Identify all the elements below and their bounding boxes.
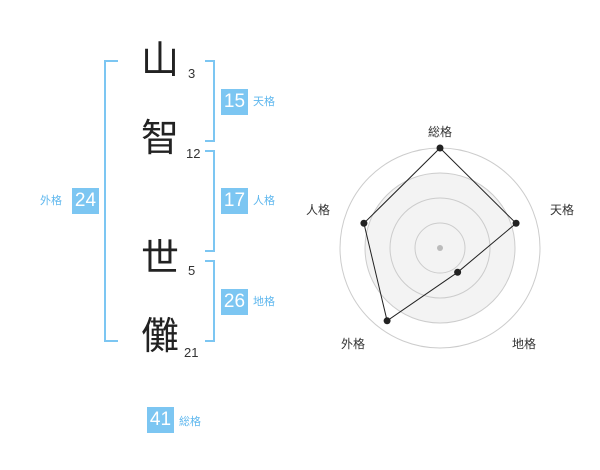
radar-point-4 <box>360 219 368 227</box>
jinkaku-bracket <box>205 150 215 252</box>
radar-polygon <box>363 147 517 322</box>
stroke-count-1: 3 <box>188 66 196 81</box>
stroke-count-3: 5 <box>188 263 196 278</box>
radar-point-1 <box>512 219 520 227</box>
gaikaku-label: 外格 <box>40 194 62 207</box>
chikaku-bracket <box>205 260 215 342</box>
soukaku-value: 41 <box>147 407 174 433</box>
radar-center-dot <box>437 245 443 251</box>
jinkaku-value: 17 <box>221 188 248 214</box>
stroke-count-4: 21 <box>184 345 199 360</box>
tenkaku-value: 15 <box>221 89 248 115</box>
tenkaku-label: 天格 <box>253 95 275 108</box>
gaikaku-value: 24 <box>72 188 99 214</box>
radar-axis-label-gaikaku: 外格 <box>341 337 366 351</box>
chikaku-value: 26 <box>221 289 248 315</box>
radar-axis-label-soukaku: 総格 <box>428 125 453 139</box>
chikaku-label: 地格 <box>253 295 275 308</box>
gaikaku-bracket <box>104 60 118 342</box>
soukaku-label: 総格 <box>179 415 201 428</box>
radar-axis-label-jinkaku: 人格 <box>306 203 331 217</box>
jinkaku-label: 人格 <box>253 194 275 207</box>
name-char-4: 儺 <box>140 314 179 358</box>
radar-point-0 <box>436 144 444 152</box>
name-char-3: 世 <box>140 236 179 280</box>
tenkaku-bracket <box>205 60 215 142</box>
stroke-count-2: 12 <box>186 146 201 161</box>
radar-axis-label-tenkaku: 天格 <box>550 203 575 217</box>
name-char-2: 智 <box>140 116 179 160</box>
radar-point-2 <box>454 268 462 276</box>
radar-point-3 <box>383 317 391 325</box>
name-char-1: 山 <box>140 38 179 82</box>
radar-axis-label-chikaku: 地格 <box>512 337 537 351</box>
